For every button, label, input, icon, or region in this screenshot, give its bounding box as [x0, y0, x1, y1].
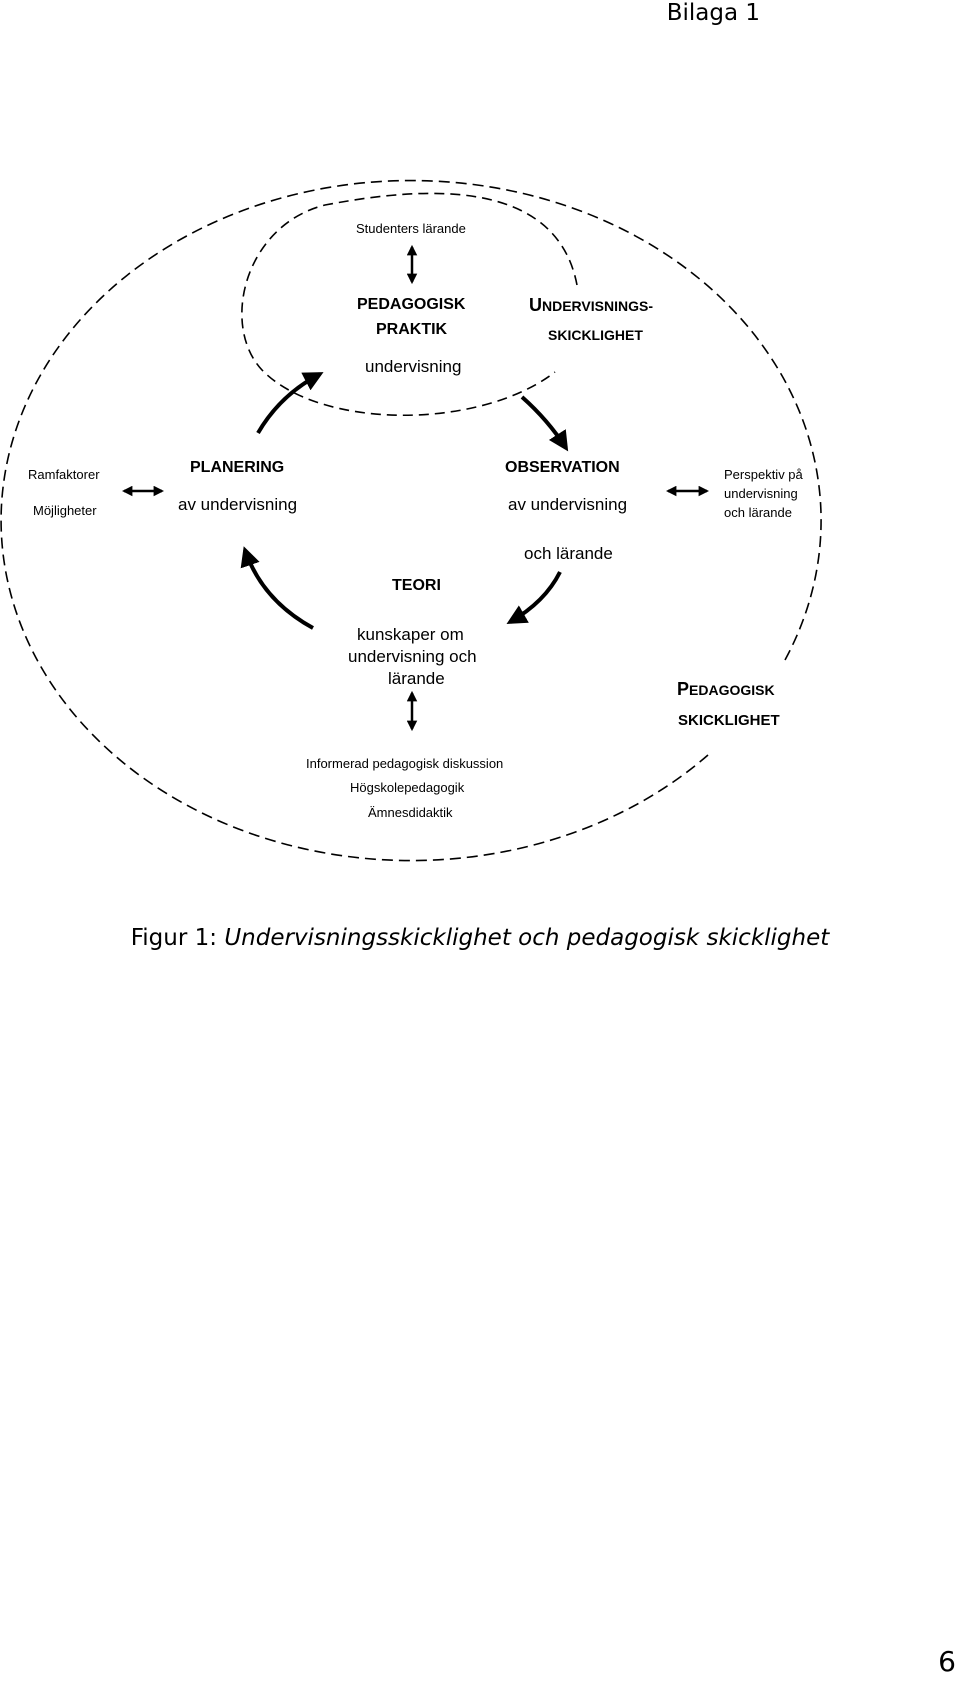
planning-title: PLANERING [190, 459, 285, 476]
pedagogical-skill-rest: EDAGOGISK [689, 682, 775, 698]
teaching-skill-initial: U [529, 295, 542, 315]
practice-title-line2: PRAKTIK [376, 321, 448, 338]
caption-prefix: Figur 1: [130, 925, 225, 951]
pedagogical-skill-initial: P [677, 679, 690, 699]
teaching-skill-line2: SKICKLIGHET [548, 327, 643, 343]
figure-caption: Figur 1: Undervisningsskicklighet och pe… [0, 925, 960, 951]
outer-dashed-ellipse [0, 179, 822, 862]
pedagogical-skill-line1: PEDAGOGISK [677, 679, 775, 701]
arrow-theory-to-planning [240, 546, 314, 630]
page-number: 6 [938, 1645, 956, 1678]
mojligheter-label: Möjligheter [33, 503, 97, 518]
theory-title: TEORI [392, 577, 441, 594]
perspektiv-line2: undervisning [724, 486, 798, 501]
bottom-line2: Högskolepedagogik [350, 780, 465, 795]
perspektiv-line1: Perspektiv på [724, 467, 803, 482]
practice-title-line1: PEDAGOGISK [357, 296, 466, 313]
planning-subtitle: av undervisning [178, 495, 298, 514]
perspektiv-line3: och lärande [724, 505, 792, 520]
arrow-observation-to-theory [506, 571, 562, 624]
caption-italic: Undervisningsskicklighet och pedagogisk … [224, 925, 830, 951]
pedagogical-skill-line2: SKICKLIGHET [678, 712, 780, 729]
observation-subtitle2: och lärande [524, 544, 613, 563]
teaching-skill-rest: NDERVISNINGS- [542, 298, 653, 314]
ramfaktorer-label: Ramfaktorer [28, 467, 100, 482]
observation-title: OBSERVATION [505, 459, 620, 476]
observation-subtitle: av undervisning [508, 495, 628, 514]
header-label: Bilaga 1 [666, 0, 760, 26]
arrow-practice-to-observation [520, 395, 569, 452]
theory-line1: kunskaper om [357, 625, 464, 644]
bottom-line1: Informerad pedagogisk diskussion [306, 756, 504, 771]
diagram-graphics [0, 179, 822, 862]
theory-line3: lärande [388, 669, 445, 688]
teaching-skill-line1: UNDERVISNINGS- [529, 295, 653, 317]
arrow-planning-to-practice [256, 372, 324, 435]
bottom-line3: Ämnesdidaktik [368, 805, 453, 820]
theory-line2: undervisning och [348, 647, 477, 666]
inner-dashed-arc [241, 192, 578, 416]
studenters-larande-label: Studenters lärande [356, 221, 466, 236]
practice-subtitle: undervisning [365, 357, 462, 376]
